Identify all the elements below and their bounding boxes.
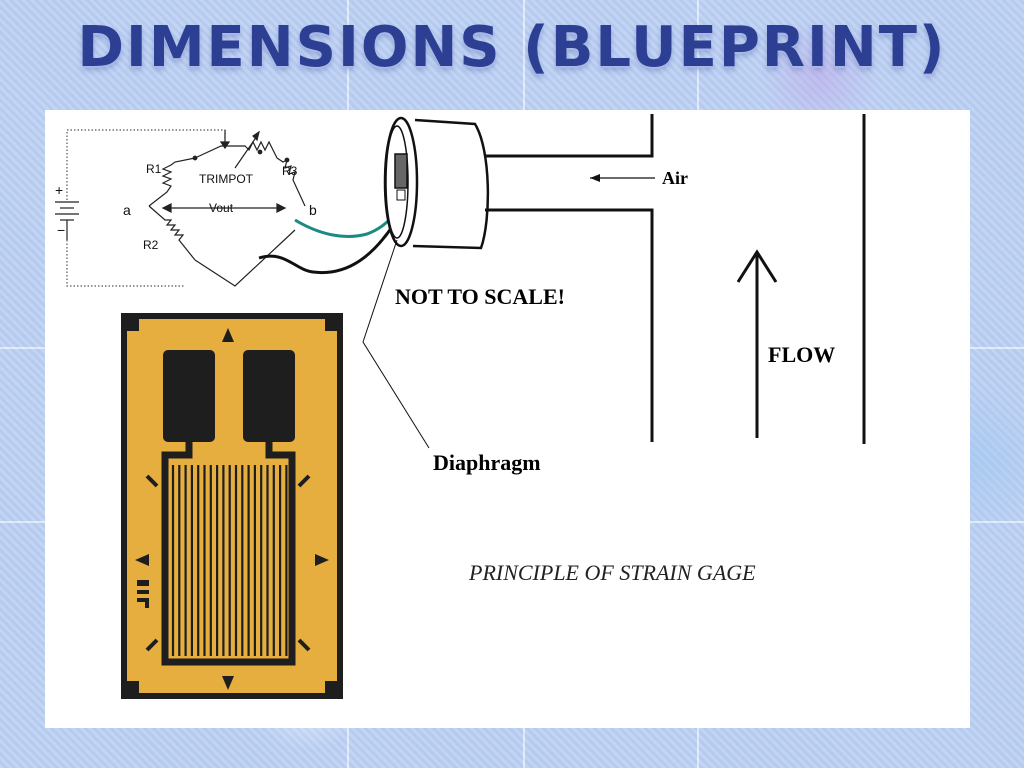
label-r3: R3 xyxy=(282,164,298,178)
foil-strain-gage xyxy=(121,313,343,699)
label-r1: R1 xyxy=(146,162,162,176)
battery-icon xyxy=(55,201,79,240)
caption: PRINCIPLE OF STRAIN GAGE xyxy=(469,560,756,585)
label-vout: Vout xyxy=(209,201,234,215)
battery-minus: − xyxy=(57,222,66,238)
gage-element xyxy=(394,153,408,189)
not-to-scale-label: NOT TO SCALE! xyxy=(395,284,565,309)
battery-plus: + xyxy=(55,182,64,198)
wire-black xyxy=(258,205,407,275)
label-r2: R2 xyxy=(143,238,159,252)
strain-gage-diagram: R1 R2 R3 TRIMPOT a b Vout + − Air NOT TO… xyxy=(45,110,970,728)
circuit-loop xyxy=(66,129,226,287)
label-trimpot: TRIMPOT xyxy=(199,172,253,186)
bridge-left-lower xyxy=(148,205,196,261)
diaphragm-label: Diaphragm xyxy=(433,450,541,475)
air-label: Air xyxy=(662,168,688,188)
bridge-left-upper xyxy=(148,157,196,207)
bridge-circuit xyxy=(55,129,306,287)
label-node-a: a xyxy=(123,202,131,218)
trimpot-arrow xyxy=(234,135,258,169)
bridge-upper-right xyxy=(194,140,306,207)
bridge-lower-right xyxy=(194,229,296,287)
diaphragm-leader xyxy=(362,239,430,449)
flow-label: FLOW xyxy=(768,342,836,367)
duct xyxy=(485,114,654,442)
slide-title: DIMENSIONS (BLUEPRINT) xyxy=(77,15,947,80)
diagram-drawing xyxy=(55,114,866,699)
gage-logo xyxy=(137,580,149,608)
label-node-b: b xyxy=(309,202,317,218)
